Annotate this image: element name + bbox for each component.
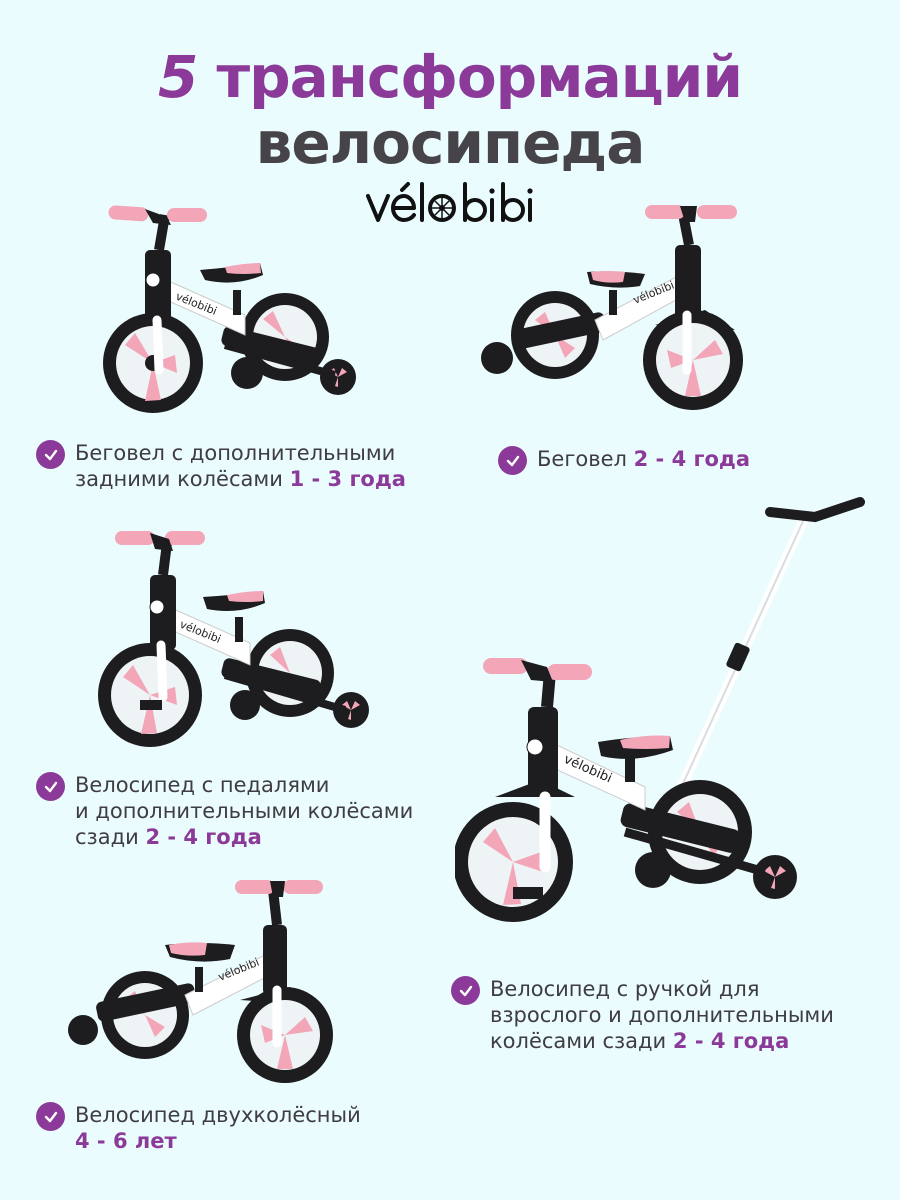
feature-text-line: Велосипед двухколёсный — [75, 1103, 361, 1127]
feature-text-line: сзади — [75, 825, 139, 849]
feature-text-line: взрослого и дополнительными — [490, 1003, 834, 1027]
bike-image-balance-with-training-wheels: vélobibi — [95, 195, 370, 425]
age-range: 2 - 4 года — [145, 825, 262, 849]
feature-balance-with-training-wheels: Беговел с дополнительными задними колёса… — [36, 440, 406, 492]
check-circle-icon — [36, 772, 65, 801]
feature-parent-handle: Велосипед с ручкой для взрослого и допол… — [451, 976, 834, 1054]
feature-balance-bike: Беговел 2 - 4 года — [498, 446, 750, 475]
brand-logo — [362, 178, 548, 228]
check-circle-icon — [36, 1102, 65, 1131]
bike-image-with-parent-handle: vélobibi — [453, 492, 870, 947]
feature-text-line: Велосипед с педалями — [75, 773, 330, 797]
feature-text-line: задними колёсами — [75, 467, 283, 491]
feature-text-line: Велосипед с ручкой для — [490, 977, 760, 1001]
title-number: 5 — [157, 43, 198, 111]
feature-text-line: и дополнительными колёсами — [75, 799, 414, 823]
feature-text-line: колёсами сзади — [490, 1029, 673, 1053]
bike-image-two-wheel: vélobibi — [65, 875, 340, 1095]
feature-two-wheel: Велосипед двухколёсный 4 - 6 лет — [36, 1102, 361, 1154]
age-range: 1 - 3 года — [289, 467, 406, 491]
age-range: 4 - 6 лет — [75, 1129, 177, 1153]
bike-image-pedal-with-training-wheels: vélobibi — [95, 525, 380, 760]
feature-text-line: Беговел — [537, 447, 627, 471]
page-subtitle: велосипеда — [255, 109, 646, 177]
feature-text-line: Беговел с дополнительными — [75, 441, 396, 465]
bike-image-balance-bike: vélobibi — [475, 200, 755, 425]
page-title: 5 трансформаций — [0, 42, 900, 112]
age-range: 2 - 4 года — [633, 447, 751, 471]
age-range: 2 - 4 года — [672, 1029, 790, 1053]
check-circle-icon — [451, 976, 480, 1005]
feature-pedal-with-training-wheels: Велосипед с педалями и дополнительными к… — [36, 772, 413, 850]
check-circle-icon — [498, 446, 527, 475]
check-circle-icon — [36, 440, 65, 469]
title-line1: трансформаций — [216, 43, 743, 111]
